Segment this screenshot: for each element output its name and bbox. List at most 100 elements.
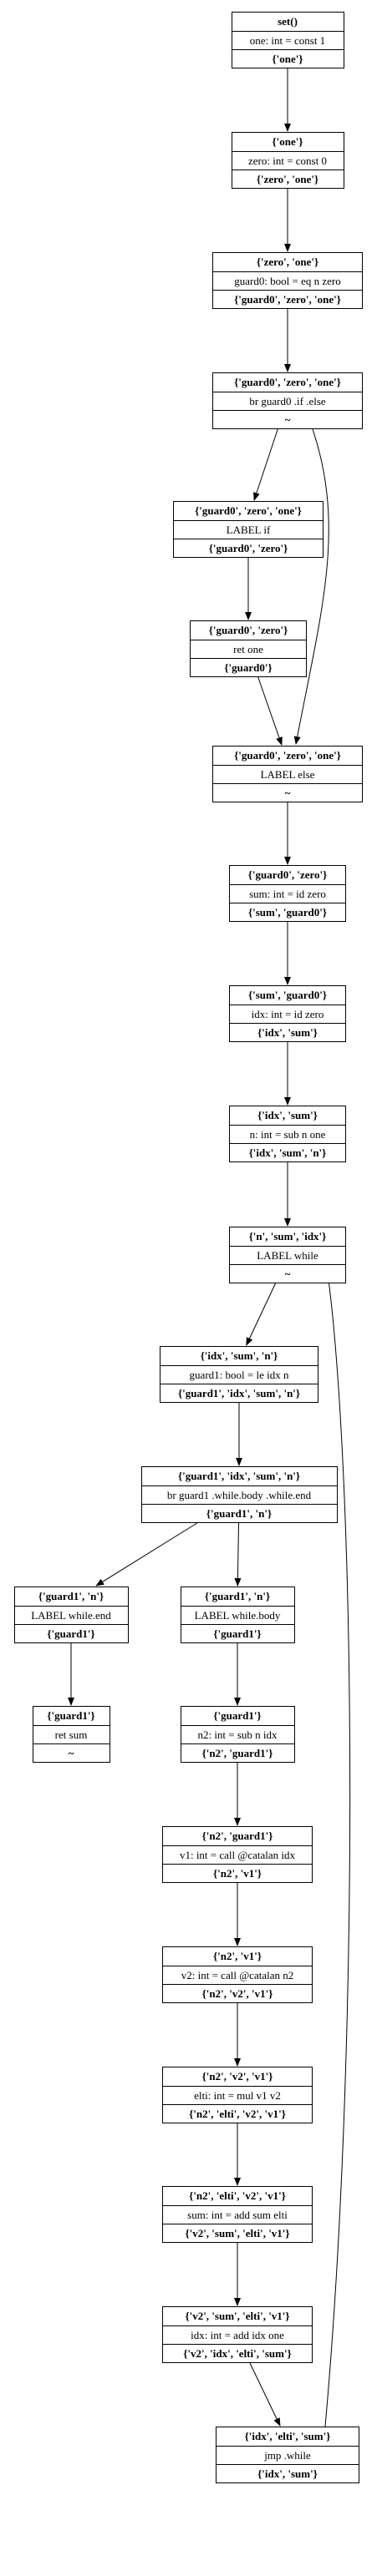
live-out-set: {'n2', 'v1'}	[163, 1864, 312, 1882]
live-out-set: ~	[230, 1264, 345, 1283]
cfg-node-n16: {'guard1', 'n'} LABEL while.body{'guard1'…	[180, 1587, 295, 1643]
live-in-set: {'idx', 'sum'}	[257, 1109, 318, 1121]
cfg-node-n21: {'n2', 'elti', 'v2', 'v1'} sum: int = add…	[162, 2186, 313, 2243]
live-in-set: {'guard1'}	[47, 1709, 95, 1722]
cfg-node-n12: {'idx', 'sum', 'n'} guard1: bool = le idx…	[160, 1346, 318, 1403]
edge-n13-to-n14	[95, 1522, 198, 1587]
instruction: v2: int = call @catalan n2	[163, 1966, 312, 1984]
live-in-set: {'n2', 'elti', 'v2', 'v1'}	[189, 2189, 286, 2202]
live-out-set: {'v2', 'sum', 'elti', 'v1'}	[163, 2224, 312, 2242]
cfg-node-n19: {'n2', 'v1'} v2: int = call @catalan n2{'…	[162, 1946, 313, 2003]
live-out-set: {'one'}	[232, 49, 344, 68]
instruction: LABEL if	[174, 520, 323, 539]
cfg-node-n22: {'v2', 'sum', 'elti', 'v1'} idx: int = ad…	[162, 2306, 313, 2363]
live-in-set: {'one'}	[272, 135, 303, 148]
live-in-set: {'idx', 'sum', 'n'}	[200, 1349, 278, 1362]
live-out-set: {'guard1', 'n'}	[141, 1504, 337, 1522]
live-in-set: {'n2', 'v1'}	[213, 1950, 262, 1962]
edge-n4-to-n7	[293, 428, 329, 745]
cfg-node-n17: {'guard1'} n2: int = sub n idx{'n2', 'gua…	[180, 1706, 295, 1763]
live-out-set: {'guard1'}	[14, 1624, 128, 1642]
edge-n4-to-n5	[253, 428, 278, 501]
live-out-set: ~	[213, 410, 362, 428]
instruction: sum: int = add sum elti	[163, 2205, 312, 2224]
edge-n13-to-n16	[234, 1522, 242, 1587]
live-out-set: {'idx', 'sum'}	[230, 1023, 345, 1041]
instruction: LABEL while	[230, 1246, 345, 1264]
cfg-node-n11: {'n', 'sum', 'idx'} LABEL while~	[229, 1227, 346, 1283]
live-in-set: {'guard0', 'zero', 'one'}	[195, 504, 302, 517]
cfg-node-n20: {'n2', 'v2', 'v1'} elti: int = mul v1 v2{…	[162, 2067, 313, 2123]
live-in-set: {'sum', 'guard0'}	[247, 989, 328, 1001]
live-in-set: {'guard1'}	[213, 1709, 262, 1722]
live-in-set: {'guard0', 'zero', 'one'}	[234, 376, 341, 388]
live-out-set: {'zero', 'one'}	[232, 170, 344, 188]
live-out-set: {'guard0'}	[191, 658, 306, 676]
cfg-node-n18: {'n2', 'guard1'} v1: int = call @catalan …	[162, 1826, 313, 1883]
live-out-set: ~	[33, 1743, 110, 1762]
cfg-node-n23: {'idx', 'elti', 'sum'} jmp .while{'idx', …	[216, 2427, 359, 2483]
live-in-set: {'n2', 'v2', 'v1'}	[201, 2070, 273, 2083]
edge-n6-to-n7	[257, 676, 283, 746]
live-out-set: {'sum', 'guard0'}	[230, 903, 345, 921]
live-out-set: {'guard0', 'zero', 'one'}	[213, 290, 362, 308]
instruction: v1: int = call @catalan idx	[163, 1845, 312, 1864]
live-in-set: {'zero', 'one'}	[256, 256, 319, 268]
cfg-node-n14: {'guard1', 'n'} LABEL while.end{'guard1'}	[13, 1587, 129, 1643]
instruction: idx: int = add idx one	[163, 2325, 312, 2344]
instruction: jmp .while	[217, 2446, 359, 2464]
live-out-set: {'idx', 'sum', 'n'}	[230, 1143, 345, 1161]
live-in-set: {'guard0', 'zero', 'one'}	[234, 749, 341, 762]
instruction: LABEL else	[213, 765, 362, 783]
instruction: n2: int = sub n idx	[181, 1725, 294, 1743]
instruction: elti: int = mul v1 v2	[163, 2086, 312, 2104]
live-in-set: set()	[278, 15, 298, 28]
edge-n11-to-n12	[246, 1283, 276, 1346]
instruction: br guard1 .while.body .while.end	[141, 1485, 337, 1504]
live-in-set: {'n2', 'guard1'}	[201, 1830, 273, 1842]
cfg-node-n10: {'idx', 'sum'} n: int = sub n one{'idx', …	[229, 1106, 346, 1162]
instruction: LABEL while.body	[181, 1606, 294, 1624]
live-out-set: {'idx', 'sum'}	[217, 2464, 359, 2482]
edge-n22-to-n23	[249, 2362, 281, 2427]
cfg-node-n3: {'zero', 'one'} guard0: bool = eq n zero{…	[212, 252, 363, 309]
cfg-node-n4: {'guard0', 'zero', 'one'} br guard0 .if .…	[212, 372, 363, 429]
live-out-set: {'n2', 'guard1'}	[181, 1743, 294, 1762]
live-in-set: {'v2', 'sum', 'elti', 'v1'}	[185, 2310, 290, 2322]
instruction: br guard0 .if .else	[213, 392, 362, 410]
live-in-set: {'guard0', 'zero'}	[247, 868, 328, 881]
live-out-set: {'guard1', 'idx', 'sum', 'n'}	[160, 1384, 318, 1402]
instruction: ret one	[191, 640, 306, 658]
live-in-set: {'guard1', 'n'}	[204, 1590, 271, 1602]
cfg-node-n7: {'guard0', 'zero', 'one'} LABEL else~	[212, 746, 363, 802]
live-in-set: {'guard1', 'idx', 'sum', 'n'}	[177, 1470, 301, 1482]
live-out-set: {'guard0', 'zero'}	[174, 539, 323, 557]
cfg-node-n1: set() one: int = const 1{'one'}	[231, 12, 344, 68]
cfg-node-n2: {'one'} zero: int = const 0{'zero', 'one'…	[231, 132, 344, 189]
instruction: guard0: bool = eq n zero	[213, 271, 362, 290]
live-in-set: {'guard1', 'n'}	[38, 1590, 104, 1602]
cfg-node-n15: {'guard1'} ret sum~	[32, 1706, 110, 1763]
cfg-node-n5: {'guard0', 'zero', 'one'} LABEL if{'guard…	[173, 501, 324, 558]
edge-n23-to-n11	[318, 1232, 351, 2427]
instruction: one: int = const 1	[232, 31, 344, 49]
cfg-node-n8: {'guard0', 'zero'} sum: int = id zero{'su…	[229, 865, 346, 922]
live-out-set: {'n2', 'elti', 'v2', 'v1'}	[163, 2104, 312, 2123]
cfg-node-n9: {'sum', 'guard0'}idx: int = id zero{'idx…	[229, 985, 346, 1042]
instruction: guard1: bool = le idx n	[160, 1365, 318, 1384]
cfg-node-n6: {'guard0', 'zero'} ret one{'guard0'}	[190, 620, 307, 677]
instruction: zero: int = const 0	[232, 151, 344, 170]
instruction: LABEL while.end	[14, 1606, 128, 1624]
live-in-set: {'idx', 'elti', 'sum'}	[244, 2430, 331, 2442]
live-out-set: {'v2', 'idx', 'elti', 'sum'}	[163, 2344, 312, 2362]
cfg-node-n13: {'guard1', 'idx', 'sum', 'n'} br guard1 .…	[140, 1466, 338, 1523]
instruction: ret sum	[33, 1725, 110, 1743]
instruction: sum: int = id zero	[230, 884, 345, 903]
instruction: n: int = sub n one	[230, 1125, 345, 1143]
live-in-set: {'guard0', 'zero'}	[208, 624, 288, 636]
live-out-set: {'guard1'}	[181, 1624, 294, 1642]
live-in-set: {'n', 'sum', 'idx'}	[248, 1230, 327, 1242]
live-out-set: ~	[213, 783, 362, 802]
live-out-set: {'n2', 'v2', 'v1'}	[163, 1984, 312, 2002]
